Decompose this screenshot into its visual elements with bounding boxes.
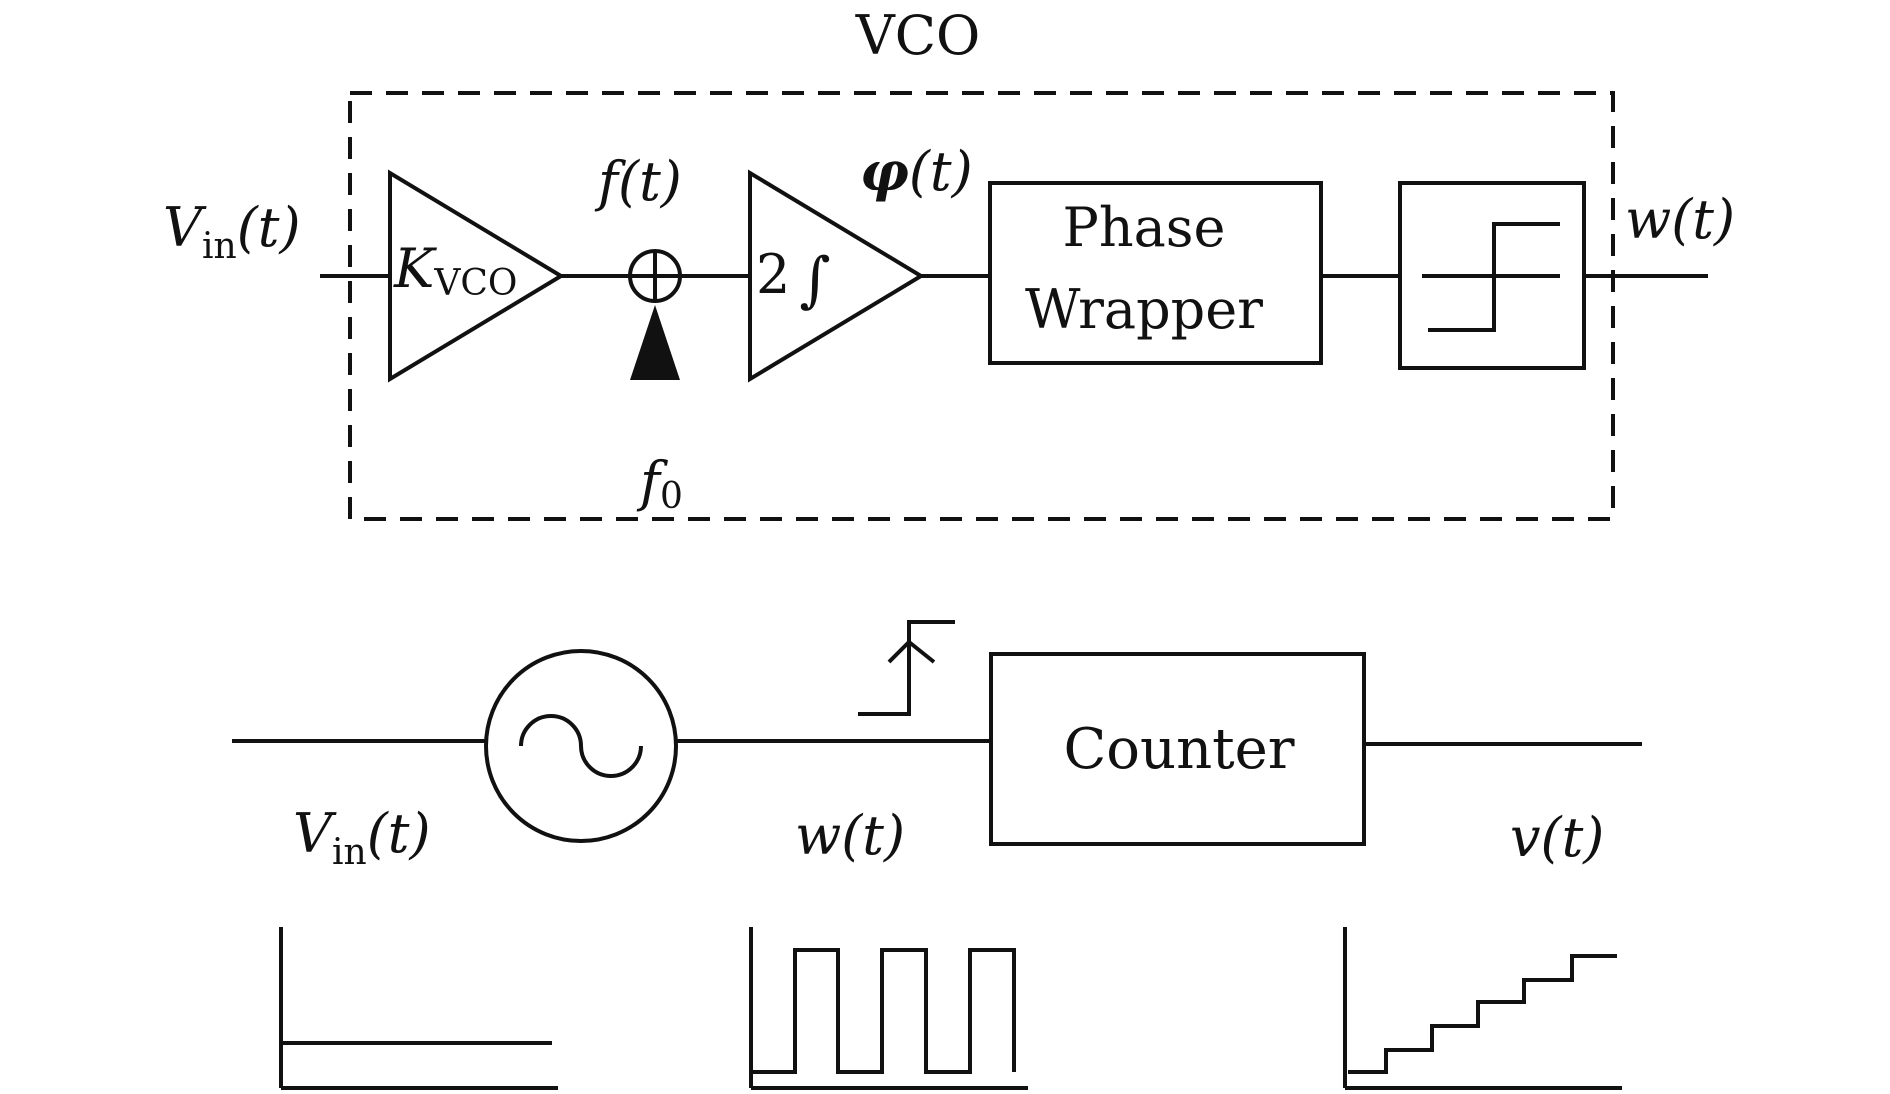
step-function-icon xyxy=(1422,222,1560,332)
counter-block xyxy=(989,652,1366,846)
summing-junction xyxy=(628,249,682,303)
integrator-coef: 2 xyxy=(756,243,790,306)
vco-gain-amplifier xyxy=(388,169,565,383)
phase-wrapper-line2: Wrapper xyxy=(1025,278,1263,341)
chain-input-label: Vin(t) xyxy=(293,802,431,873)
staircase-waveform xyxy=(1343,927,1622,1090)
vco-output-label: w(t) xyxy=(1625,188,1735,251)
counter-label: Counter xyxy=(1063,717,1294,782)
vco-title: VCO xyxy=(855,4,981,67)
offset-arrow-head xyxy=(630,305,680,380)
phase-wrapper-block xyxy=(988,181,1323,365)
vco-boundary xyxy=(348,91,1615,521)
sine-wave-icon xyxy=(519,714,643,778)
phase-wrapper-line1: Phase xyxy=(1063,196,1226,259)
integrator-block xyxy=(748,169,925,383)
integral-icon: ∫ xyxy=(799,245,830,315)
offset-label: f0 xyxy=(636,450,683,517)
input-waveform xyxy=(279,927,558,1090)
square-waveform xyxy=(749,927,1028,1090)
chain-mid-label: w(t) xyxy=(795,804,905,867)
freq-label: f(t) xyxy=(594,150,682,213)
chain-output-label: v(t) xyxy=(1510,806,1604,869)
vco-gain-label: KVCO xyxy=(393,237,517,304)
vco-input-label: Vin(t) xyxy=(163,196,301,267)
phase-label: φ(t) xyxy=(860,139,973,203)
rising-edge-icon xyxy=(858,620,955,716)
